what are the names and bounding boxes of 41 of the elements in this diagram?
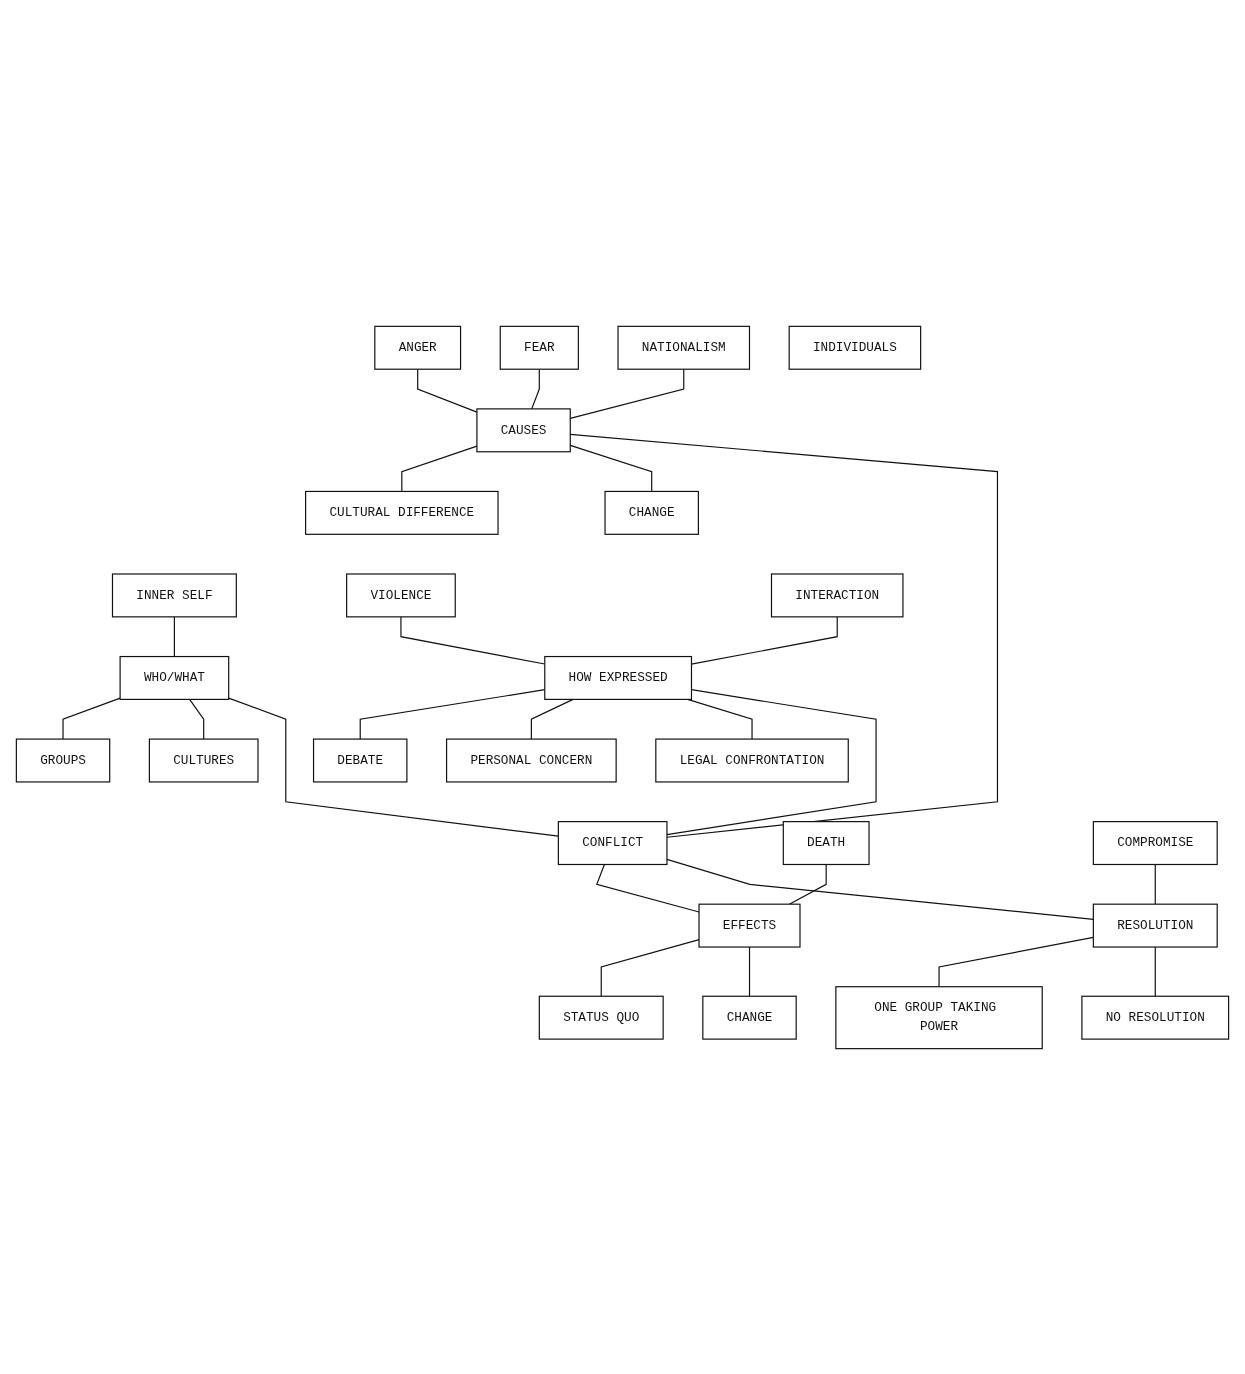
node-box: VIOLENCE <box>346 572 456 617</box>
connector <box>189 698 205 740</box>
connector <box>62 697 121 740</box>
connector <box>173 615 175 657</box>
node-box: HOW EXPRESSED <box>544 655 693 700</box>
node-box: FEAR <box>499 325 579 370</box>
node-box: COMPROMISE <box>1092 820 1218 865</box>
node-box: CHANGE <box>604 490 699 535</box>
connector <box>228 697 559 837</box>
node-box: LEGAL CONFRONTATION <box>655 738 849 783</box>
node-box: NATIONALISM <box>617 325 751 370</box>
node-box: WHO/WHAT <box>119 655 230 700</box>
connector <box>666 858 1094 920</box>
node-box: CHANGE <box>702 995 797 1040</box>
node-box: RESOLUTION <box>1092 903 1218 948</box>
node-box: CULTURES <box>148 738 259 783</box>
node-box: STATUS QUO <box>538 995 664 1040</box>
node-box: ONE GROUP TAKING POWER <box>835 985 1043 1049</box>
node-box: CAUSES <box>476 407 571 452</box>
node-box: INTERACTION <box>770 572 904 617</box>
connector <box>596 863 700 913</box>
connector <box>748 945 751 997</box>
connector <box>1154 945 1156 997</box>
node-box: CULTURAL DIFFERENCE <box>305 490 499 535</box>
node-box: EFFECTS <box>698 903 801 948</box>
node-box: GROUPS <box>15 738 111 783</box>
node-box: INNER SELF <box>111 572 237 617</box>
connector <box>687 698 753 740</box>
node-box: PERSONAL CONCERN <box>446 738 617 783</box>
node-box: CONFLICT <box>557 820 668 865</box>
node-box: DEATH <box>782 820 870 865</box>
node-box: INDIVIDUALS <box>788 325 922 370</box>
connector <box>1154 863 1156 905</box>
node-box: DEBATE <box>312 738 408 783</box>
connector <box>531 368 540 409</box>
node-box: ANGER <box>374 325 462 370</box>
connector <box>530 698 574 740</box>
connector <box>938 936 1094 987</box>
node-box: NO RESOLUTION <box>1081 995 1230 1040</box>
connector <box>666 688 877 835</box>
connector <box>600 938 700 997</box>
